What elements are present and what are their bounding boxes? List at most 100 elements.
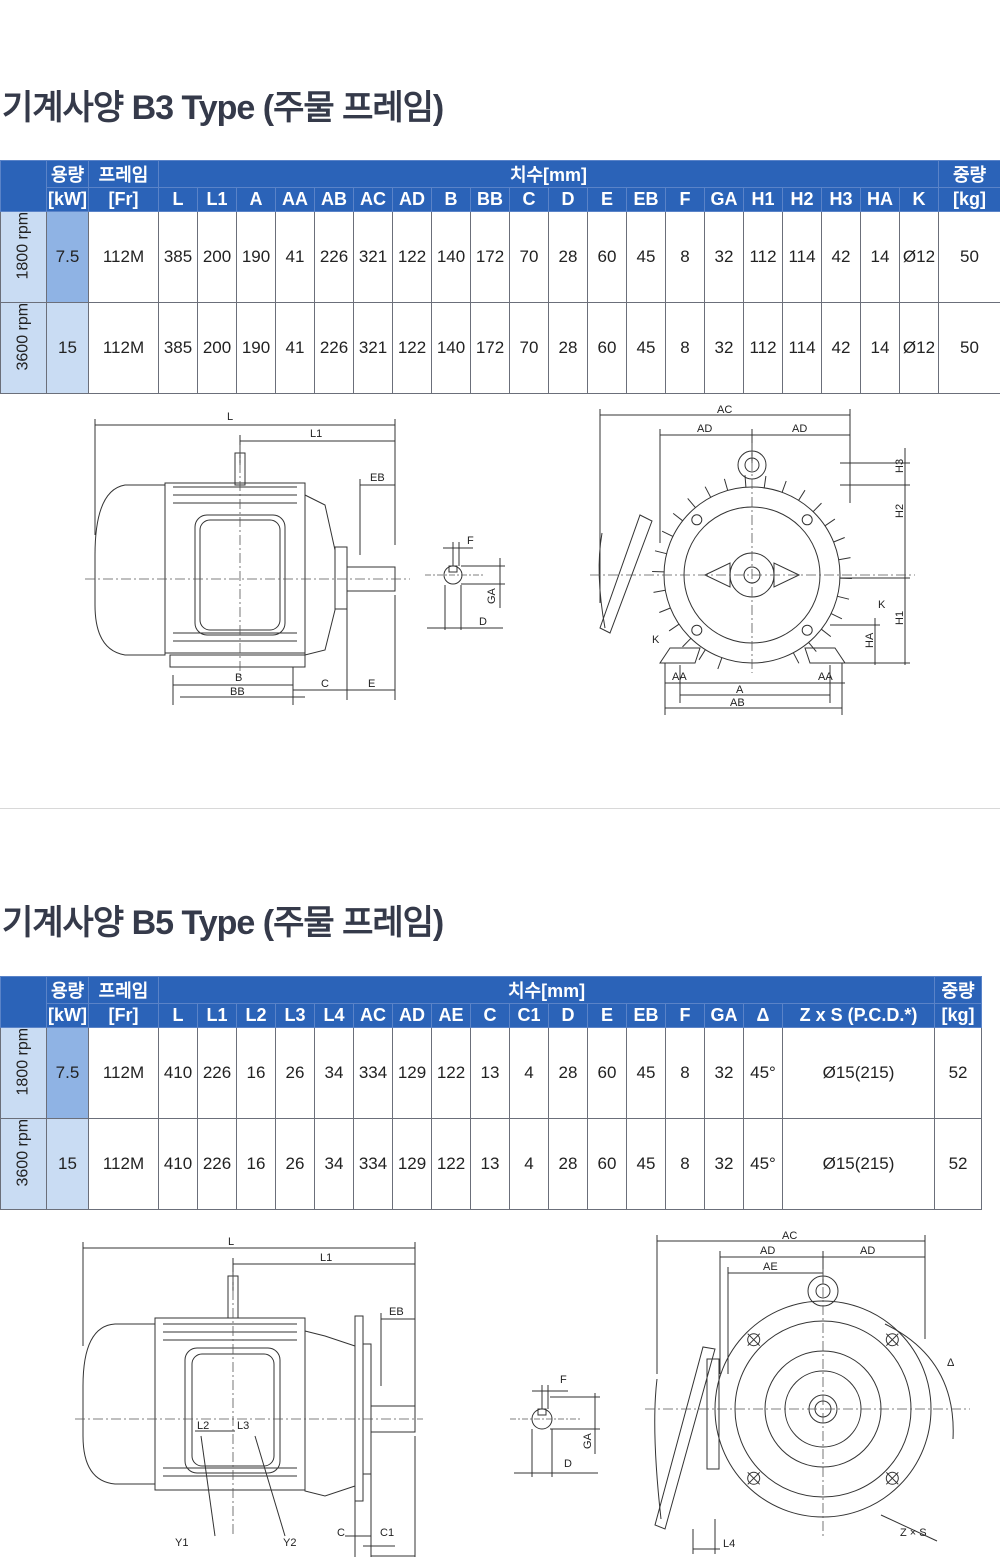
row-value: 8 bbox=[665, 1118, 705, 1210]
row-rpm: 1800 rpm bbox=[0, 1027, 47, 1119]
dim-D: D bbox=[479, 616, 487, 628]
header-col-14: GA bbox=[704, 1003, 744, 1028]
dim-EB: EB bbox=[389, 1306, 404, 1318]
row-value: 226 bbox=[197, 1118, 237, 1210]
row-value: 172 bbox=[470, 211, 510, 303]
header-col-13: F bbox=[665, 1003, 705, 1028]
row-rpm: 1800 rpm bbox=[0, 211, 47, 303]
dim-K-left: K bbox=[652, 634, 660, 646]
row-value: 28 bbox=[548, 302, 588, 394]
section-b3: 기계사양 B3 Type (주물 프레임) 용량 프레임 치수[mm] 중량 [… bbox=[0, 89, 1000, 715]
row-value: 410 bbox=[158, 1118, 198, 1210]
row-value: 16 bbox=[236, 1118, 276, 1210]
row-value: 112 bbox=[743, 302, 783, 394]
row-value: 26 bbox=[275, 1118, 315, 1210]
dim-L1: L1 bbox=[310, 428, 322, 440]
header-weight-unit: [kg] bbox=[934, 1003, 983, 1028]
dim-C: C bbox=[337, 1527, 345, 1539]
section-divider bbox=[0, 808, 1000, 809]
row-value: 28 bbox=[548, 211, 588, 303]
row-value: 26 bbox=[275, 1027, 315, 1119]
dim-AB: AB bbox=[730, 697, 745, 709]
dim-L3: L3 bbox=[237, 1420, 249, 1432]
dim-F: F bbox=[560, 1374, 567, 1386]
header-frame: 프레임 bbox=[88, 976, 159, 1004]
dim-AC: AC bbox=[717, 404, 732, 416]
header-col-14: GA bbox=[704, 187, 744, 212]
header-col-8: C bbox=[470, 1003, 510, 1028]
row-value: 200 bbox=[197, 302, 237, 394]
dim-AD-right: AD bbox=[792, 423, 807, 435]
row-value: 385 bbox=[158, 211, 198, 303]
header-col-4: AB bbox=[314, 187, 354, 212]
header-col-10: D bbox=[548, 1003, 588, 1028]
row-value: 385 bbox=[158, 302, 198, 394]
header-col-9: C1 bbox=[509, 1003, 549, 1028]
row-value: 60 bbox=[587, 1027, 627, 1119]
dim-D: D bbox=[564, 1458, 572, 1470]
row-value: 321 bbox=[353, 302, 393, 394]
section-title-b3: 기계사양 B3 Type (주물 프레임) bbox=[2, 89, 444, 127]
header-blank bbox=[0, 976, 47, 1028]
dim-E: E bbox=[368, 678, 375, 690]
row-value: 122 bbox=[392, 302, 432, 394]
row-value: 32 bbox=[704, 211, 744, 303]
row-value: 70 bbox=[509, 302, 549, 394]
row-value: 226 bbox=[314, 211, 354, 303]
header-col-15: Δ bbox=[743, 1003, 783, 1028]
label-Y2: Y2 bbox=[283, 1537, 296, 1549]
header-frame-unit: [Fr] bbox=[88, 187, 159, 212]
row-value: 14 bbox=[860, 211, 900, 303]
row-value: 334 bbox=[353, 1118, 393, 1210]
dim-L: L bbox=[228, 1236, 234, 1248]
row-value: 140 bbox=[431, 302, 471, 394]
dim-H2: H2 bbox=[894, 504, 906, 518]
row-frame: 112M bbox=[88, 1118, 159, 1210]
row-value: 42 bbox=[821, 302, 861, 394]
row-weight: 52 bbox=[934, 1027, 983, 1119]
header-col-2: A bbox=[236, 187, 276, 212]
b3-side-view-drawing: L L1 EB B BB C E bbox=[85, 411, 410, 705]
row-value: 8 bbox=[665, 211, 705, 303]
header-col-11: E bbox=[587, 187, 627, 212]
dim-L4: L4 bbox=[723, 1538, 735, 1550]
dim-EB: EB bbox=[370, 472, 385, 484]
row-value: 334 bbox=[353, 1027, 393, 1119]
row-value: 28 bbox=[548, 1118, 588, 1210]
row-rpm: 3600 rpm bbox=[0, 1118, 47, 1210]
row-value: 226 bbox=[314, 302, 354, 394]
row-value: 45 bbox=[626, 211, 666, 303]
header-col-15: H1 bbox=[743, 187, 783, 212]
header-capacity-unit: [kW] bbox=[46, 1003, 89, 1028]
header-col-0: L bbox=[158, 187, 198, 212]
row-value: 14 bbox=[860, 302, 900, 394]
row-value: 200 bbox=[197, 211, 237, 303]
dim-BB: BB bbox=[230, 686, 245, 698]
row-frame: 112M bbox=[88, 302, 159, 394]
row-value: 32 bbox=[704, 1027, 744, 1119]
header-col-9: C bbox=[509, 187, 549, 212]
row-value: 122 bbox=[431, 1027, 471, 1119]
dim-GA: GA bbox=[582, 1432, 594, 1449]
header-col-12: EB bbox=[626, 1003, 666, 1028]
dim-F: F bbox=[467, 535, 474, 547]
header-col-13: F bbox=[665, 187, 705, 212]
header-blank bbox=[0, 160, 47, 212]
row-value: Ø12 bbox=[899, 211, 939, 303]
row-capacity: 15 bbox=[46, 302, 89, 394]
header-col-7: AE bbox=[431, 1003, 471, 1028]
header-col-7: B bbox=[431, 187, 471, 212]
row-value: 8 bbox=[665, 1027, 705, 1119]
b3-front-view-drawing: AC AD AD H3 H2 H1 K K HA AA AA A AB bbox=[590, 404, 915, 715]
row-value: 114 bbox=[782, 302, 822, 394]
row-value: 41 bbox=[275, 302, 315, 394]
row-frame: 112M bbox=[88, 1027, 159, 1119]
header-col-16: H2 bbox=[782, 187, 822, 212]
row-value: Ø15(215) bbox=[781, 1118, 936, 1210]
row-weight: 50 bbox=[938, 211, 1000, 303]
header-col-16: Z x S (P.C.D.*) bbox=[781, 1003, 936, 1028]
row-value: Ø15(215) bbox=[781, 1027, 936, 1119]
row-value: 32 bbox=[704, 302, 744, 394]
dim-AC: AC bbox=[782, 1230, 797, 1242]
